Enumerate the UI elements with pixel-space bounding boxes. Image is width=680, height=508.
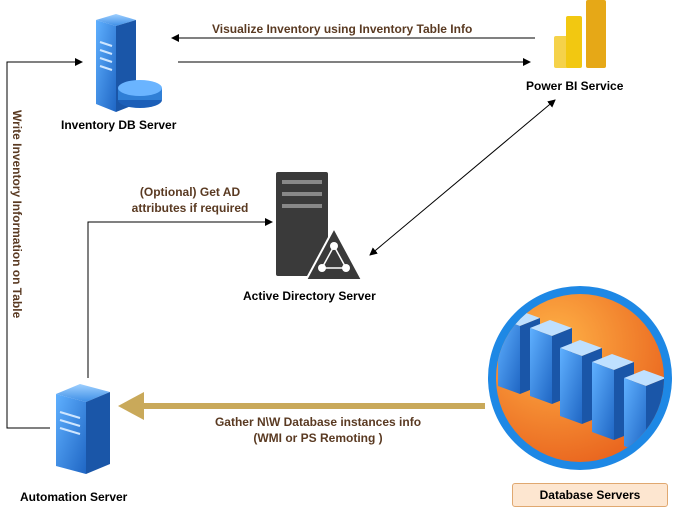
edge-label-gather: Gather N\W Database instances info (WMI … — [188, 414, 448, 446]
edge-label-gather-line2: (WMI or PS Remoting ) — [253, 431, 383, 445]
active-directory-server-icon — [276, 172, 364, 281]
automation-server-icon — [56, 384, 110, 474]
edge-automation-to-ad — [87, 218, 273, 378]
node-label-automation: Automation Server — [20, 490, 128, 504]
edge-powerbi-ad — [369, 99, 556, 256]
database-servers-icon — [488, 286, 672, 470]
inventory-db-server-icon — [96, 14, 162, 112]
node-label-power-bi: Power BI Service — [526, 79, 624, 93]
node-label-inventory-db: Inventory DB Server — [61, 118, 177, 132]
edge-label-ad-line1: (Optional) Get AD — [139, 185, 241, 199]
node-label-database-servers: Database Servers — [512, 483, 668, 507]
edge-label-write-inventory: Write Inventory Information on Table — [10, 110, 24, 319]
edge-write-inventory — [6, 58, 83, 429]
edge-label-ad-line2: attributes if required — [131, 201, 249, 215]
edge-gather-arrowhead — [118, 392, 144, 420]
edge-label-ad-attributes: (Optional) Get AD attributes if required — [110, 184, 270, 216]
edge-label-visualize: Visualize Inventory using Inventory Tabl… — [212, 22, 473, 36]
power-bi-icon — [554, 0, 606, 68]
edge-label-gather-line1: Gather N\W Database instances info — [214, 415, 422, 429]
node-label-active-directory: Active Directory Server — [243, 289, 376, 303]
